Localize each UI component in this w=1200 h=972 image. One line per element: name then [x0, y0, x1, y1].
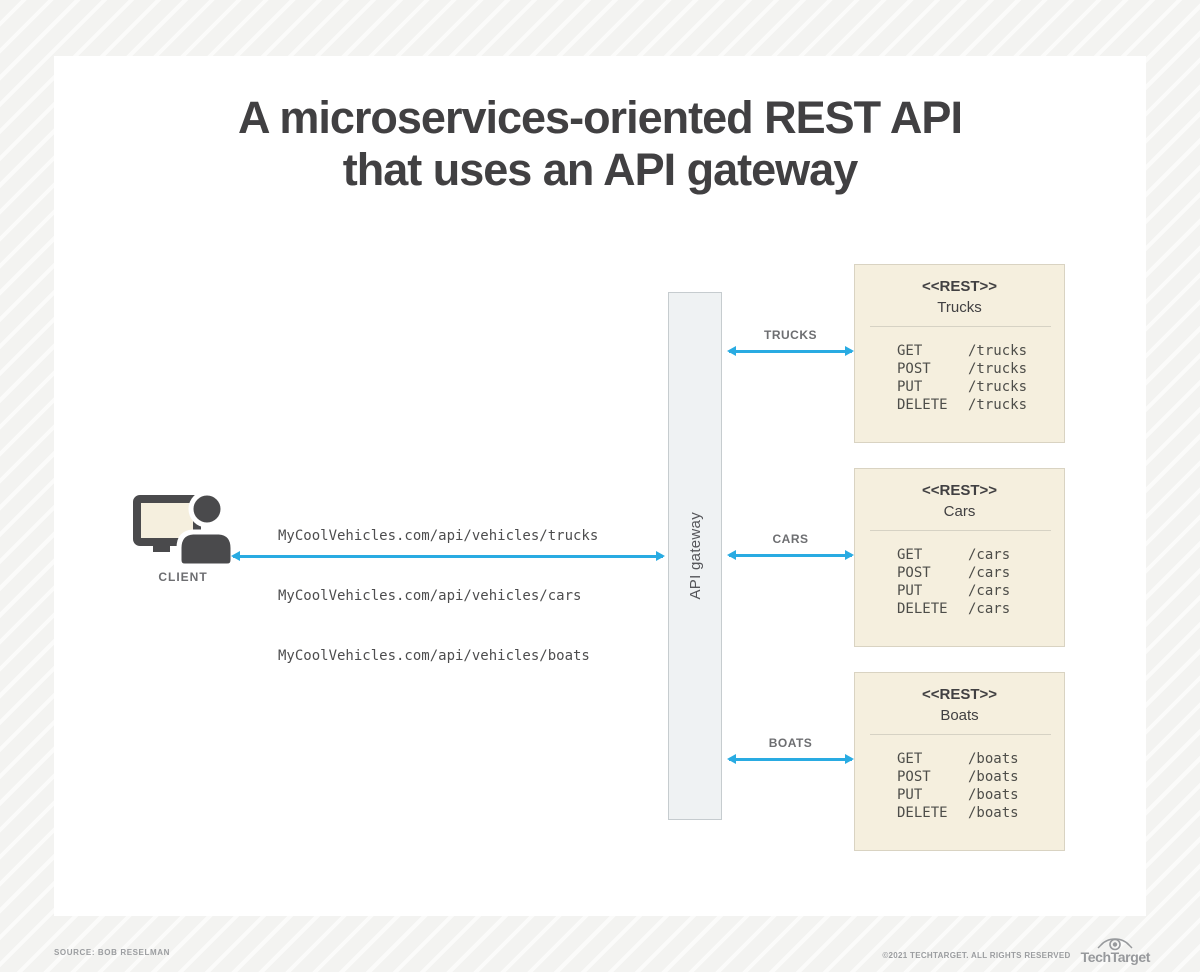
http-method: DELETE — [897, 805, 948, 821]
gateway-boats-arrow — [727, 754, 854, 764]
title-line-1: A microservices-oriented REST API — [238, 92, 963, 143]
http-method: DELETE — [897, 601, 948, 617]
endpoint-row: GET /trucks — [897, 342, 1064, 360]
http-method: DELETE — [897, 397, 948, 413]
arrowhead-right-icon — [845, 754, 854, 764]
request-url: MyCoolVehicles.com/api/vehicles/trucks — [278, 528, 599, 544]
arrowhead-left-icon — [727, 346, 736, 356]
endpoint-path: /cars — [968, 601, 1011, 617]
endpoint-path: /cars — [968, 547, 1011, 563]
endpoint-path: /trucks — [968, 397, 1028, 413]
endpoint-path: /trucks — [968, 379, 1028, 395]
connection-label-cars: CARS — [772, 532, 809, 546]
gateway-cars-arrow — [727, 550, 854, 560]
service-header: <<REST>> Boats — [855, 673, 1064, 724]
http-method: GET — [897, 751, 923, 767]
divider — [870, 326, 1051, 327]
arrowhead-left-icon — [727, 754, 736, 764]
endpoint-list: GET /trucks POST /trucks PUT /trucks DEL… — [897, 342, 1064, 414]
gateway-trucks-arrow — [727, 346, 854, 356]
arrowhead-left-icon — [727, 550, 736, 560]
footer-right: ©2021 TECHTARGET. ALL RIGHTS RESERVED Te… — [882, 929, 1150, 965]
techtarget-logo: TechTarget — [1081, 935, 1150, 965]
endpoint-row: DELETE /trucks — [897, 396, 1064, 414]
http-method: PUT — [897, 583, 923, 599]
client-computer-user-icon — [133, 490, 235, 566]
service-box-trucks: <<REST>> Trucks GET /trucks POST /trucks… — [854, 264, 1065, 443]
client-label: CLIENT — [158, 570, 208, 584]
endpoint-path: /boats — [968, 805, 1019, 821]
request-url: MyCoolVehicles.com/api/vehicles/cars — [278, 588, 582, 604]
api-gateway-label: API gateway — [686, 512, 704, 600]
source-credit: SOURCE: BOB RESELMAN — [54, 948, 171, 957]
service-stereotype: <<REST>> — [921, 278, 998, 295]
endpoint-row: PUT /trucks — [897, 378, 1064, 396]
endpoint-path: /boats — [968, 769, 1019, 785]
service-header: <<REST>> Cars — [855, 469, 1064, 520]
service-name: Cars — [943, 503, 976, 520]
connection-label-boats: BOATS — [768, 736, 813, 750]
service-header: <<REST>> Trucks — [855, 265, 1064, 316]
endpoint-row: DELETE /cars — [897, 600, 1064, 618]
endpoint-row: POST /boats — [897, 768, 1064, 786]
endpoint-path: /boats — [968, 787, 1019, 803]
request-urls: MyCoolVehicles.com/api/vehicles/trucks M… — [278, 486, 598, 706]
http-method: PUT — [897, 379, 923, 395]
endpoint-row: POST /cars — [897, 564, 1064, 582]
connection-label-trucks: TRUCKS — [764, 328, 817, 342]
client-gateway-arrow — [231, 551, 665, 561]
endpoint-path: /trucks — [968, 361, 1028, 377]
endpoint-path: /cars — [968, 565, 1011, 581]
endpoint-path: /trucks — [968, 343, 1028, 359]
divider — [870, 530, 1051, 531]
page-title: A microservices-oriented REST API that u… — [0, 92, 1200, 196]
divider — [870, 734, 1051, 735]
endpoint-row: PUT /boats — [897, 786, 1064, 804]
service-name: Trucks — [937, 299, 982, 316]
techtarget-eye-icon — [1097, 938, 1133, 951]
arrowhead-right-icon — [845, 550, 854, 560]
arrowhead-right-icon — [845, 346, 854, 356]
service-box-boats: <<REST>> Boats GET /boats POST /boats PU… — [854, 672, 1065, 851]
http-method: PUT — [897, 787, 923, 803]
http-method: POST — [897, 361, 931, 377]
api-gateway-bar: API gateway — [668, 292, 722, 820]
service-name: Boats — [940, 707, 979, 724]
endpoint-row: GET /cars — [897, 546, 1064, 564]
endpoint-list: GET /boats POST /boats PUT /boats DELETE… — [897, 750, 1064, 822]
service-box-cars: <<REST>> Cars GET /cars POST /cars PUT /… — [854, 468, 1065, 647]
arrowhead-right-icon — [656, 551, 665, 561]
endpoint-row: PUT /cars — [897, 582, 1064, 600]
arrowhead-left-icon — [231, 551, 240, 561]
http-method: GET — [897, 547, 923, 563]
http-method: GET — [897, 343, 923, 359]
http-method: POST — [897, 565, 931, 581]
endpoint-row: DELETE /boats — [897, 804, 1064, 822]
endpoint-row: POST /trucks — [897, 360, 1064, 378]
http-method: POST — [897, 769, 931, 785]
request-url: MyCoolVehicles.com/api/vehicles/boats — [278, 648, 590, 664]
service-stereotype: <<REST>> — [921, 686, 998, 703]
endpoint-path: /cars — [968, 583, 1011, 599]
copyright-text: ©2021 TECHTARGET. ALL RIGHTS RESERVED — [882, 951, 1071, 960]
endpoint-list: GET /cars POST /cars PUT /cars DELETE /c… — [897, 546, 1064, 618]
endpoint-path: /boats — [968, 751, 1019, 767]
service-stereotype: <<REST>> — [921, 482, 998, 499]
endpoint-row: GET /boats — [897, 750, 1064, 768]
techtarget-wordmark: TechTarget — [1080, 949, 1151, 965]
title-line-2: that uses an API gateway — [342, 144, 859, 195]
